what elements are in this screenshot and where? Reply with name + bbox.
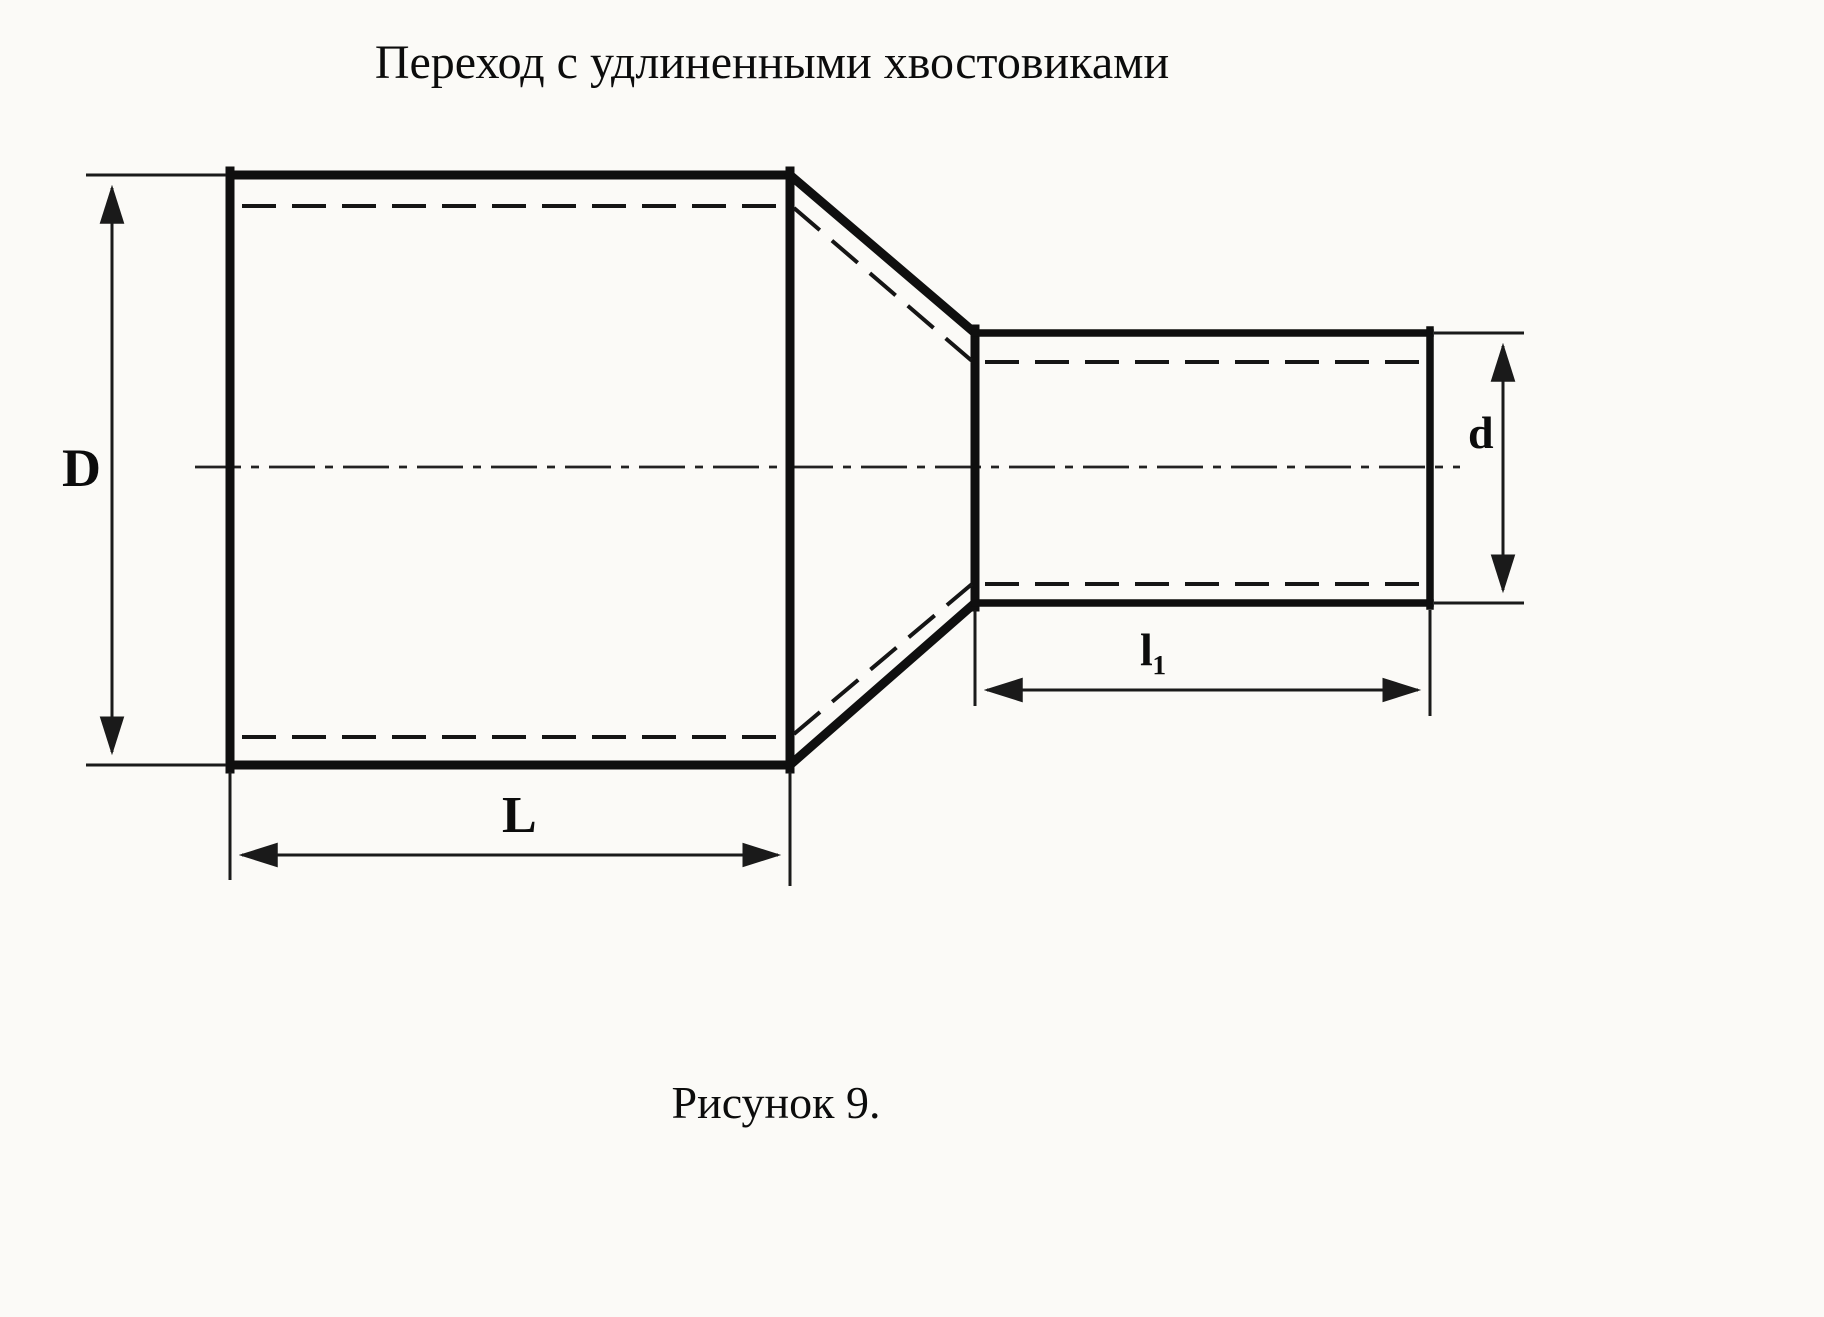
dim-d-label: d bbox=[1468, 407, 1494, 458]
cone-bottom-edge bbox=[783, 596, 982, 772]
cone-inner-top-dashed bbox=[792, 206, 974, 363]
figure-caption: Рисунок 9. bbox=[672, 1077, 881, 1128]
dim-D-label: D bbox=[62, 438, 101, 498]
drawing-title: Переход с удлиненными хвостовиками bbox=[375, 36, 1169, 89]
cone-top-edge bbox=[783, 168, 982, 340]
cone-inner-bottom-dashed bbox=[792, 582, 974, 736]
dim-l1-label: l₁ bbox=[1140, 624, 1167, 675]
dim-L-label: L bbox=[502, 787, 537, 844]
